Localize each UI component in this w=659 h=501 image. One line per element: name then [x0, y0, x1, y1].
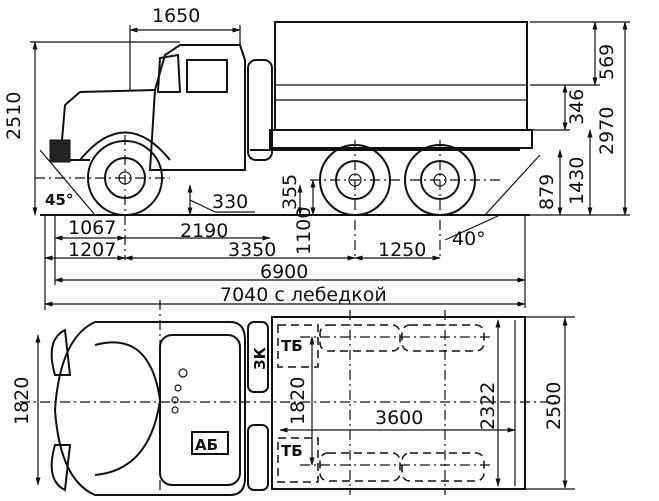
- dim-overall-length: 6900: [260, 261, 308, 283]
- cargo-platform: [269, 129, 533, 149]
- cargo-body-top: [271, 316, 526, 490]
- battery-label: АБ: [195, 436, 218, 454]
- cab: [148, 44, 246, 171]
- fuel-tank-top-label: ТБ: [281, 337, 303, 355]
- dim-approach-angle: 45°: [45, 191, 73, 209]
- dim-rear-clearance: 355: [279, 174, 301, 210]
- dim-tarp-height: 569: [596, 44, 618, 80]
- dim-front-overhang: 1067: [68, 217, 116, 239]
- fuel-tank-bottom-label: ТБ: [281, 442, 303, 460]
- spare-wheel-top: [247, 321, 269, 393]
- dim-axle-height: 1100: [293, 207, 315, 255]
- dim-front-overhang-winch: 1207: [68, 239, 116, 261]
- hood: [58, 89, 156, 161]
- cab-window: [186, 59, 228, 93]
- dim-cab-length: 1650: [152, 5, 200, 27]
- side-view: 1650 2510 569 346 2970 1430 879 45° 330 …: [3, 5, 630, 310]
- spare-wheel: [247, 59, 273, 161]
- dim-body-inner-width: 2322: [477, 382, 499, 430]
- dim-body-length: 3600: [375, 407, 423, 429]
- top-view: АБ ЗК 1820 ТБ ТБ 1820 3600 2322 2500: [11, 300, 575, 500]
- dim-ground-clearance: 330: [212, 191, 248, 213]
- dim-rear-bogie: 1250: [378, 239, 426, 261]
- dim-platform-height: 1430: [566, 157, 588, 205]
- cab-hood-top: [53, 321, 246, 496]
- dim-rear-track: 1820: [287, 377, 309, 425]
- dim-front-track: 1820: [11, 377, 33, 425]
- dim-overall-height-cab: 2510: [3, 92, 25, 140]
- dim-departure-angle: 40°: [452, 228, 486, 250]
- battery-box: [191, 431, 229, 455]
- spare-wheel-label: ЗК: [251, 346, 269, 370]
- winch-bumper: [49, 139, 71, 163]
- dim-overall-width: 2500: [543, 382, 565, 430]
- dim-wheelbase: 3350: [228, 239, 276, 261]
- cargo-body-tarp: [274, 21, 528, 131]
- dim-body-side-height: 346: [566, 89, 588, 125]
- dim-front-to-cab: 2190: [180, 220, 228, 242]
- dim-overall-height: 2970: [596, 107, 618, 155]
- dim-rear-frame-height: 879: [536, 174, 558, 210]
- dim-overall-length-winch: 7040 с лебедкой: [220, 284, 387, 306]
